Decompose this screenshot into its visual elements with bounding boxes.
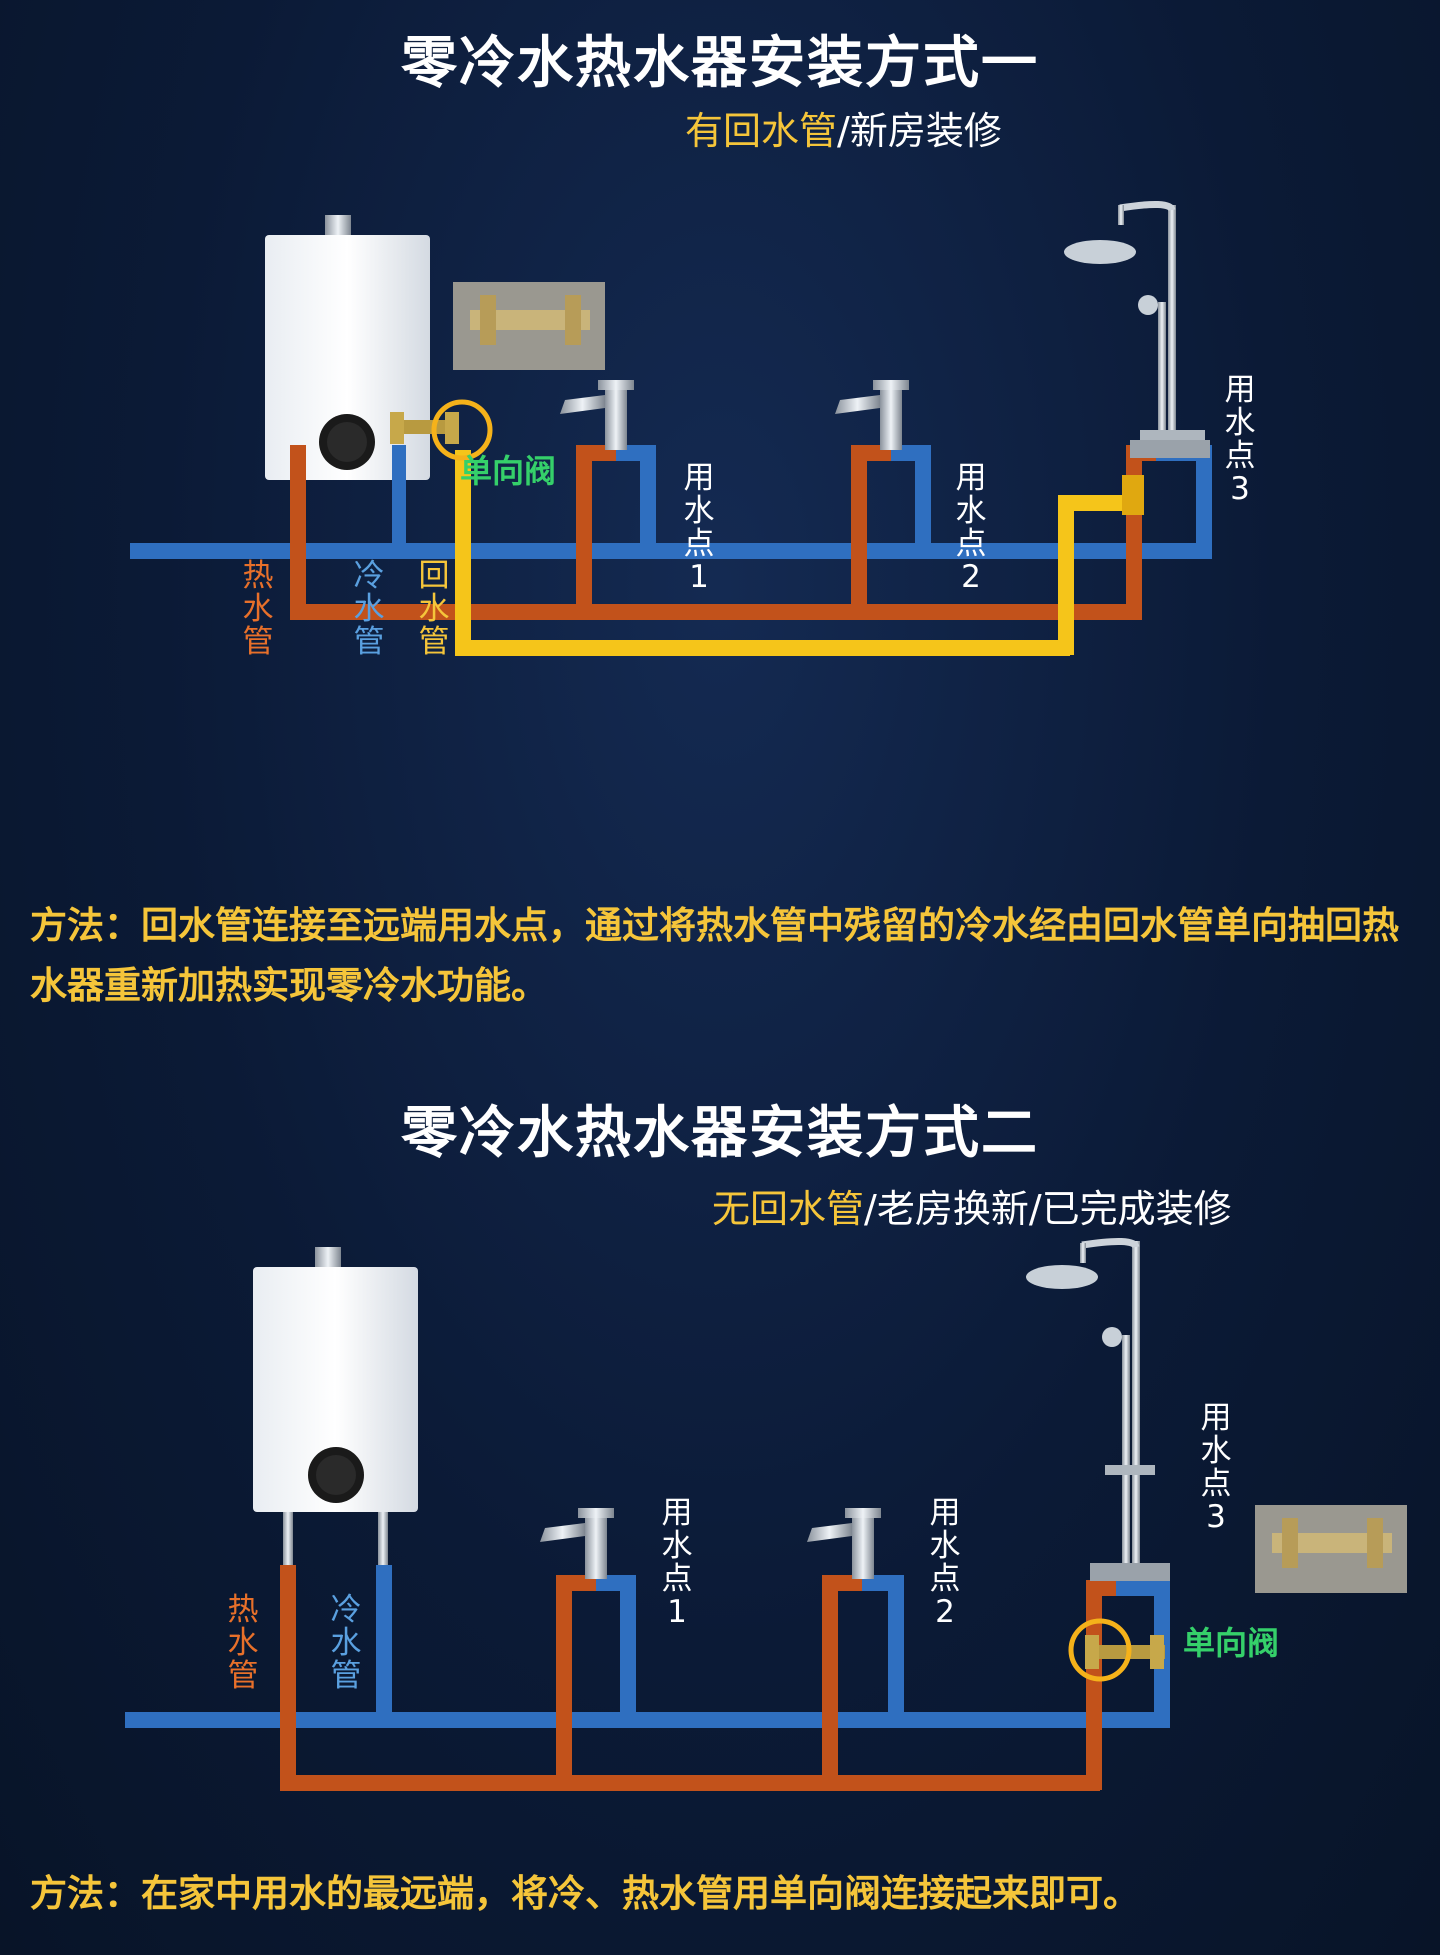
water-heater-2 bbox=[253, 1247, 418, 1572]
faucet-2 bbox=[835, 380, 909, 450]
section2-method: 方法：在家中用水的最远端，将冷、热水管用单向阀连接起来即可。 bbox=[30, 1872, 1140, 1915]
label-cold-pipe-1: 冷水管 bbox=[353, 558, 385, 660]
label-point2-2: 用水点2 bbox=[929, 1495, 961, 1630]
section1-subtitle-highlight: 有回水管 bbox=[685, 109, 838, 153]
section1-method: 方法：回水管连接至远端用水点，通过将热水管中残留的冷水经由回水管单向抽回热水器重… bbox=[30, 904, 1399, 1007]
section2-subtitle: 无回水管/老房换新/已完成装修 bbox=[712, 1178, 1232, 1233]
hot-pipe-2 bbox=[280, 1565, 1116, 1791]
faucet-2-1 bbox=[540, 1508, 614, 1579]
label-valve-1: 单向阀 bbox=[460, 452, 557, 490]
installation-diagram-1 bbox=[130, 201, 1212, 656]
valve-photo-1 bbox=[453, 282, 605, 370]
section2-subtitle-rest: /老房换新/已完成装修 bbox=[864, 1187, 1232, 1231]
label-return-pipe-1: 回水管 bbox=[418, 558, 450, 660]
label-point2-1: 用水点2 bbox=[955, 460, 987, 595]
shower-1 bbox=[1064, 201, 1210, 458]
section1-title: 零冷水热水器安装方式一 bbox=[401, 31, 1039, 96]
label-valve-2: 单向阀 bbox=[1183, 1624, 1280, 1662]
section2-title: 零冷水热水器安装方式二 bbox=[401, 1101, 1039, 1166]
return-pipe-1 bbox=[455, 450, 1144, 656]
section1-subtitle-rest: /新房装修 bbox=[837, 109, 1002, 153]
label-hot-pipe-1: 热水管 bbox=[242, 558, 274, 660]
label-point1-1: 用水点1 bbox=[683, 460, 715, 595]
check-valve-2 bbox=[1068, 1618, 1165, 1682]
shower-2 bbox=[1026, 1238, 1170, 1581]
installation-diagram-2 bbox=[125, 1238, 1407, 1791]
label-point3-1: 用水点3 bbox=[1224, 372, 1256, 507]
valve-photo-2 bbox=[1255, 1505, 1407, 1593]
section2-subtitle-highlight: 无回水管 bbox=[712, 1187, 865, 1231]
label-point3-2: 用水点3 bbox=[1200, 1400, 1232, 1535]
faucet-1 bbox=[560, 380, 634, 450]
faucet-2-2 bbox=[807, 1508, 881, 1579]
label-hot-pipe-2: 热水管 bbox=[227, 1592, 259, 1694]
label-cold-pipe-2: 冷水管 bbox=[330, 1592, 362, 1694]
label-point1-2: 用水点1 bbox=[661, 1495, 693, 1630]
section1-subtitle: 有回水管/新房装修 bbox=[685, 100, 1002, 155]
check-valve-1 bbox=[390, 399, 493, 461]
